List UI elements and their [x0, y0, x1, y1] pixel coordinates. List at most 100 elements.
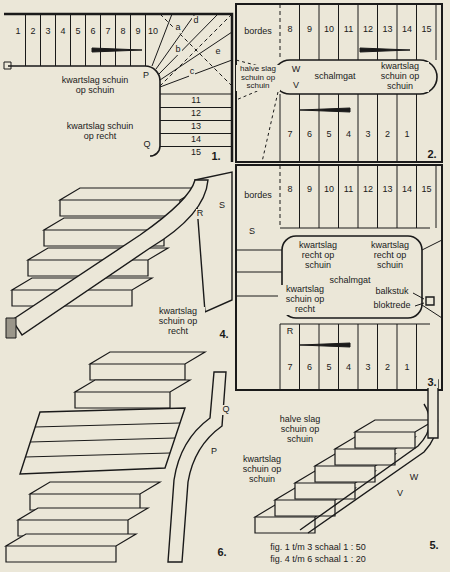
callout-label: balkstuk — [374, 287, 409, 297]
step-line — [338, 165, 339, 228]
step-line — [160, 120, 232, 121]
stair-step — [355, 420, 435, 448]
callout-label: 14 — [401, 185, 413, 195]
callout-label: 12 — [190, 109, 202, 119]
stringer — [8, 66, 160, 156]
winder-tread — [20, 408, 185, 474]
callout-label: 6 — [306, 363, 313, 373]
stair-step — [6, 534, 136, 562]
callout-label: Q — [221, 405, 230, 415]
callout-label: 10 — [323, 25, 335, 35]
step-line — [299, 165, 300, 228]
construction-line — [160, 14, 232, 86]
step-line — [25, 14, 26, 66]
callout-label: 3 — [364, 130, 371, 140]
callout-label: 15 — [420, 25, 432, 35]
callout-label: 11 — [190, 96, 201, 106]
callout-label: 6 — [89, 27, 96, 37]
callout-label: 4 — [345, 130, 352, 140]
callout-label: c — [189, 67, 196, 77]
note-label: kwartslag recht op schuin — [291, 241, 345, 271]
step-line — [299, 4, 300, 60]
note-label: halve slag schuin op schuin — [236, 65, 280, 91]
newel-post — [4, 62, 11, 69]
leader-line — [413, 293, 424, 306]
step-line — [436, 4, 437, 60]
step-line — [377, 94, 378, 162]
step-line — [358, 4, 359, 60]
callout-label: bordes — [243, 27, 273, 37]
callout-label: e — [214, 47, 221, 57]
callout-label: 6 — [306, 130, 313, 140]
callout-label: 2 — [384, 363, 391, 373]
callout-label: 7 — [286, 363, 293, 373]
note-label: kwartslag schuin op recht — [151, 307, 205, 337]
callout-label: W — [409, 473, 420, 483]
note-label: kwartslag schuin op recht — [65, 122, 136, 142]
tread-planks — [25, 423, 180, 457]
step-line — [319, 4, 320, 60]
newel-post — [428, 380, 438, 438]
step-line — [397, 4, 398, 60]
step-line — [319, 165, 320, 228]
callout-label: 14 — [190, 135, 202, 145]
curved-stringer — [168, 372, 226, 562]
note-label: halve slag schuin op schuin — [271, 415, 330, 445]
step-line — [397, 324, 398, 390]
callout-label: P — [142, 71, 150, 81]
step-line — [338, 94, 339, 162]
callout-label: 5 — [325, 130, 332, 140]
step-line — [397, 94, 398, 162]
step-line — [280, 94, 281, 162]
beam-piece — [426, 297, 434, 305]
section-block — [6, 318, 16, 338]
note-label: kwartslag schuin op schuin — [372, 62, 429, 92]
callout-label: 7 — [104, 27, 111, 37]
step-line — [115, 14, 116, 66]
callout-label: R — [286, 327, 295, 337]
callout-label: 2 — [384, 130, 391, 140]
callout-label: bordes — [243, 191, 273, 201]
callout-label: b — [174, 45, 181, 55]
stair-step — [75, 380, 190, 408]
step-line — [358, 94, 359, 162]
figure-number: 1. — [210, 150, 221, 162]
stair-step — [30, 482, 160, 510]
step-line — [436, 165, 437, 228]
callout-label: Q — [142, 140, 151, 150]
note-label: kwartslag schuin op recht — [278, 285, 332, 315]
callout-label: 1 — [403, 130, 410, 140]
stairwell-outline — [273, 60, 437, 94]
step-line — [416, 4, 417, 60]
step-line — [130, 14, 131, 66]
step-line — [319, 94, 320, 162]
step-line — [70, 14, 71, 66]
figure-number: 4. — [218, 328, 229, 340]
step-line — [338, 324, 339, 390]
callout-label: 12 — [362, 25, 374, 35]
scale-note: fig. 1 t/m 3 schaal 1 : 50 — [269, 543, 367, 553]
winder-lines — [152, 14, 232, 94]
wall — [4, 14, 232, 162]
callout-label: schalmgat — [313, 72, 356, 82]
step-line — [319, 324, 320, 390]
callout-label: 5 — [74, 27, 81, 37]
direction-arrow — [360, 48, 410, 52]
callout-label: 5 — [325, 363, 332, 373]
callout-label: 9 — [134, 27, 141, 37]
figure-number: 6. — [216, 546, 227, 558]
stair-step — [18, 508, 148, 536]
direction-arrow — [300, 343, 350, 347]
landing-edge — [280, 165, 281, 228]
direction-arrow — [300, 108, 350, 112]
step-line — [160, 133, 232, 134]
callout-label: d — [192, 16, 199, 26]
landing-edge — [280, 4, 281, 60]
callout-label: 11 — [343, 25, 354, 35]
note-label: kwartslag recht op schuin — [363, 241, 417, 271]
callout-label: 14 — [401, 25, 413, 35]
figure-number: 2. — [426, 148, 437, 160]
note-label: kwartslag schuin op schuin — [58, 76, 133, 96]
figure-number: 3. — [426, 376, 437, 388]
callout-label: 12 — [362, 185, 374, 195]
